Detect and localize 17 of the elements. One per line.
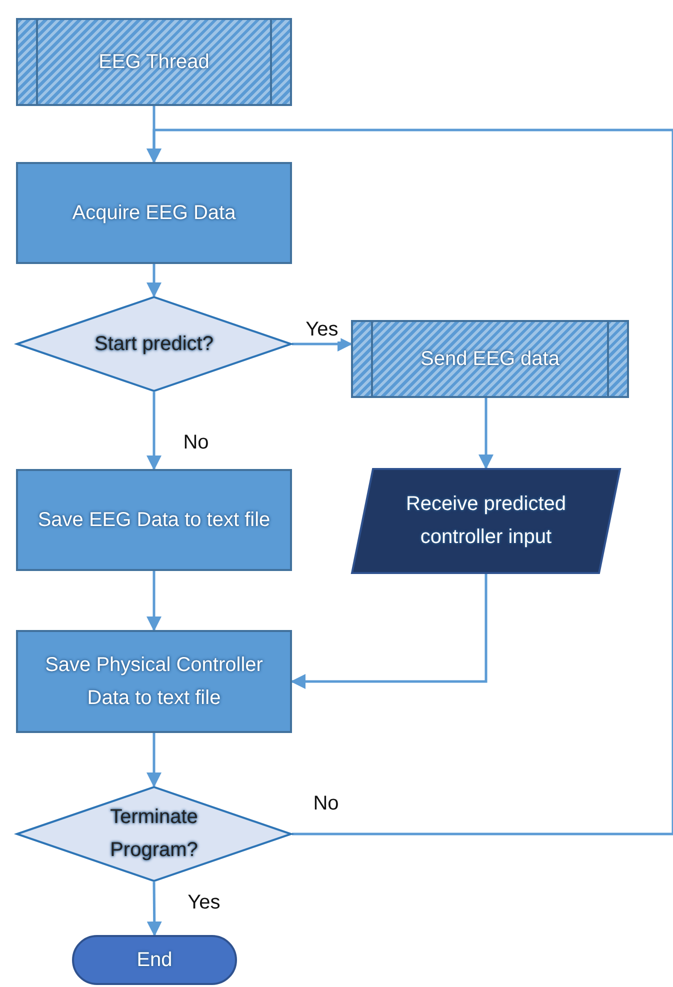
arrow: [478, 398, 494, 470]
arrow: [146, 882, 162, 936]
process-box: Acquire EEG Data: [16, 162, 292, 264]
terminator: End: [72, 935, 237, 985]
arrow: [146, 733, 162, 788]
arrow: [146, 392, 162, 470]
decision-diamond: Terminate Program?: [16, 786, 292, 882]
edge-label: Yes: [304, 318, 340, 342]
process-box: Save EEG Data to text file: [16, 469, 292, 571]
arrow: [146, 264, 162, 298]
arrow: [146, 571, 162, 632]
decision-diamond: Start predict?: [16, 296, 292, 392]
process-box: Save Physical Controller Data to text file: [16, 630, 292, 733]
data-parallelogram: Receive predicted controller input: [351, 468, 621, 574]
arrow: [292, 336, 352, 352]
arrow: [146, 128, 673, 836]
arrow: [290, 574, 488, 689]
